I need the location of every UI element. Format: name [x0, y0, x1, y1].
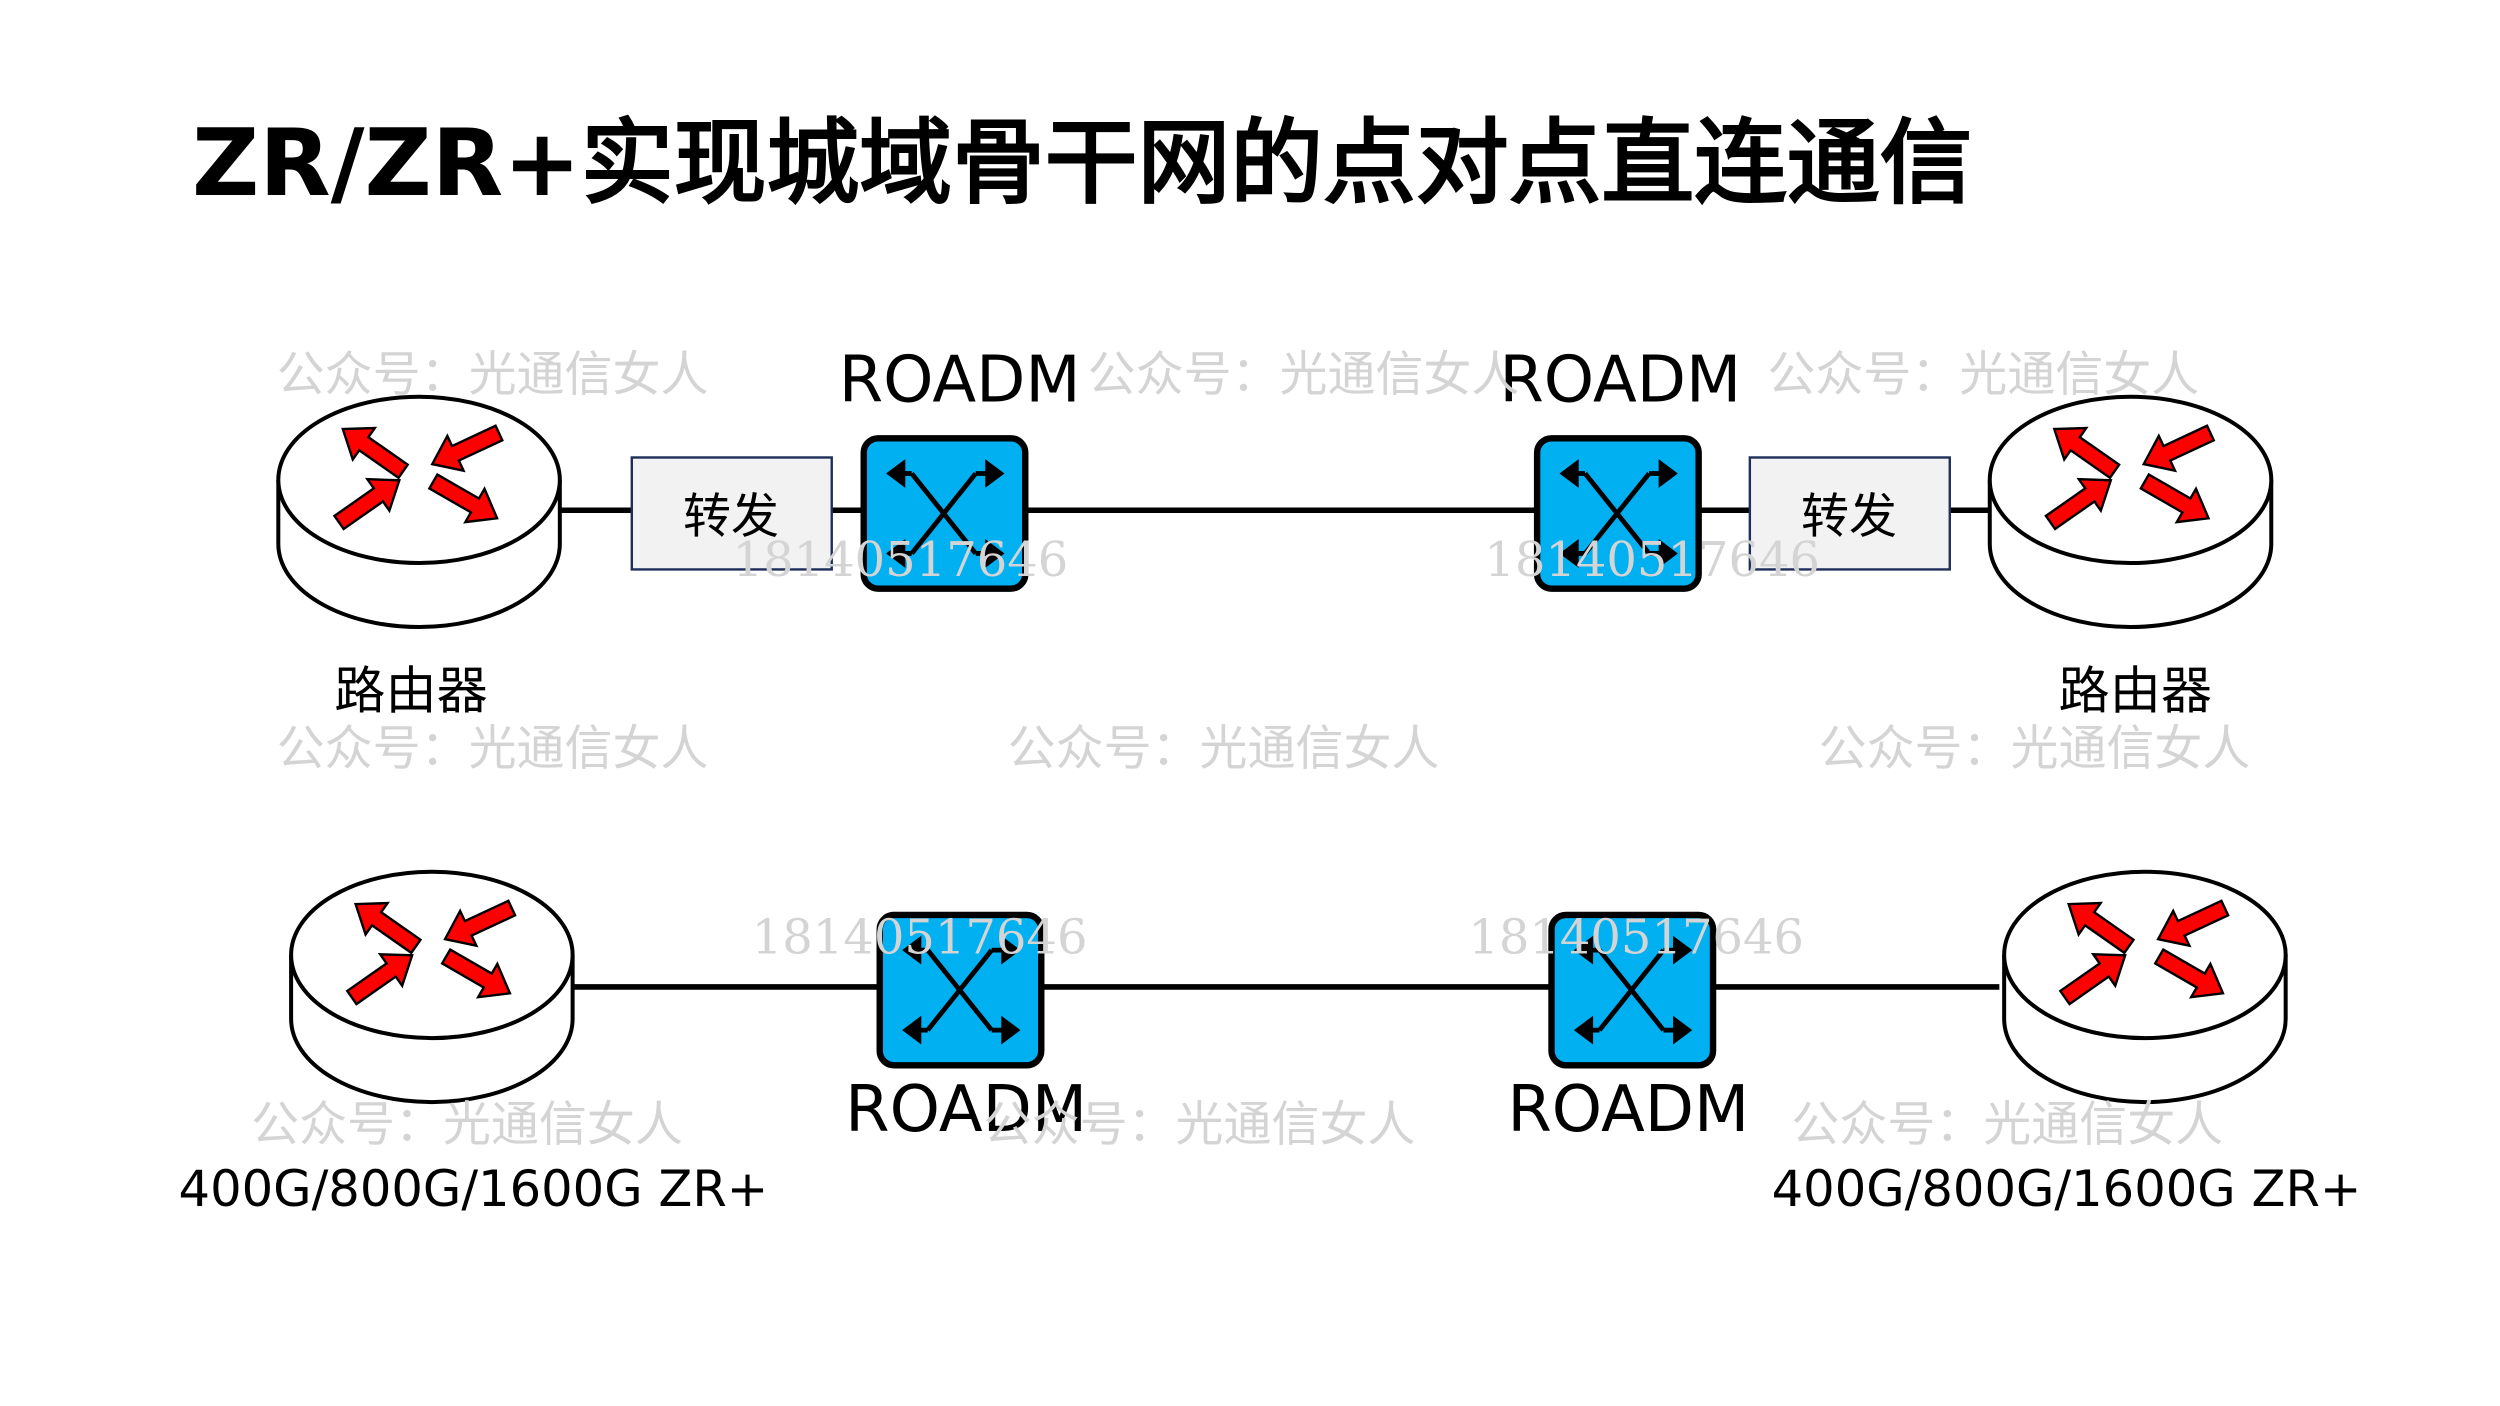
watermark-account: 公众号：光通信女人: [1088, 346, 1520, 402]
watermarks: 公众号：光通信女人 公众号：光通信女人 公众号：光通信女人 公众号：光通信女人 …: [251, 346, 2250, 1152]
watermark-phone: 18140517646: [1484, 532, 1820, 588]
watermark-account: 公众号：光通信女人: [984, 1096, 1416, 1152]
router-label-left: 路由器: [334, 662, 488, 722]
forward-box-right: [1748, 456, 1951, 571]
watermark-account: 公众号：光通信女人: [277, 721, 709, 777]
watermark-account: 公众号：光通信女人: [1791, 1096, 2223, 1152]
top-row: 转发 转发 ROADM ROADM 路由器 路由器: [276, 343, 2274, 722]
watermark-account: 公众号：光通信女人: [277, 346, 709, 402]
watermark-account: 公众号：光通信女人: [1819, 721, 2251, 777]
bottom-row: ROADM ROADM 400G/800G/1600G ZR+ 400G/800…: [179, 869, 2362, 1218]
router-left: [276, 394, 562, 630]
watermark-phone: 18140517646: [733, 532, 1069, 588]
forward-box-left: [630, 456, 833, 571]
page-title: ZR/ZR+实现城域骨干网的点对点直连通信: [192, 109, 1972, 217]
router-label-right: 路由器: [2059, 662, 2213, 722]
router-left: [289, 869, 575, 1105]
roadm-label-left: ROADM: [839, 343, 1081, 417]
watermark-phone: 18140517646: [1468, 909, 1804, 965]
router-right: [1987, 394, 2274, 630]
watermark-phone: 18140517646: [752, 909, 1088, 965]
forward-label-right: 转发: [1801, 489, 1897, 545]
zr-label-right: 400G/800G/1600G ZR+: [1772, 1160, 2362, 1218]
router-right: [2002, 869, 2288, 1105]
roadm-label-left: ROADM: [845, 1073, 1087, 1147]
roadm-label-right: ROADM: [1499, 343, 1741, 417]
roadm-label-right: ROADM: [1507, 1073, 1749, 1147]
watermark-account: 公众号：光通信女人: [251, 1096, 683, 1152]
watermark-account: 公众号：光通信女人: [1767, 346, 2199, 402]
watermark-account: 公众号：光通信女人: [1008, 721, 1440, 777]
forward-label-left: 转发: [683, 489, 779, 545]
zr-label-left: 400G/800G/1600G ZR+: [179, 1160, 769, 1218]
